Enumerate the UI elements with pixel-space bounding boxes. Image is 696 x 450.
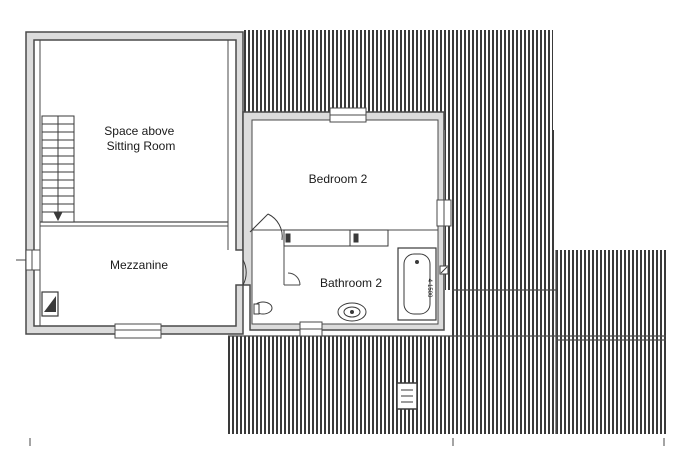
basin	[337, 302, 367, 322]
mezzanine-window	[114, 323, 162, 339]
bathroom-partition	[283, 246, 301, 286]
room-label-space-above-line2: Sitting Room	[107, 139, 176, 153]
extractor-fan	[439, 265, 449, 275]
left-window	[16, 249, 41, 271]
bedroom-side-window	[436, 199, 452, 227]
bath-tag: 4-1500	[426, 279, 432, 298]
toilet	[253, 301, 273, 315]
staircase	[41, 115, 75, 223]
bedroom-window	[329, 107, 367, 123]
roof-annex	[556, 250, 666, 340]
landing-door	[249, 213, 283, 241]
roof-areas	[228, 30, 666, 434]
bathroom-window	[299, 321, 323, 337]
roof-right-middle	[445, 130, 555, 290]
bathtub: 4-1500	[397, 247, 437, 321]
room-label-bathroom-2: Bathroom 2	[320, 276, 382, 290]
reference-ticks	[29, 438, 665, 446]
chimney-box	[41, 291, 59, 317]
wardrobes	[283, 229, 389, 247]
room-label-space-above: Space above Sitting Room	[104, 124, 177, 153]
room-label-bedroom-2: Bedroom 2	[309, 172, 368, 186]
room-label-space-above-line1: Space above	[104, 124, 174, 138]
mezzanine-door	[242, 259, 247, 286]
room-label-mezzanine: Mezzanine	[110, 258, 168, 272]
skylight	[396, 382, 418, 410]
roof-lower	[228, 336, 666, 434]
roof-right-lower	[452, 290, 556, 340]
